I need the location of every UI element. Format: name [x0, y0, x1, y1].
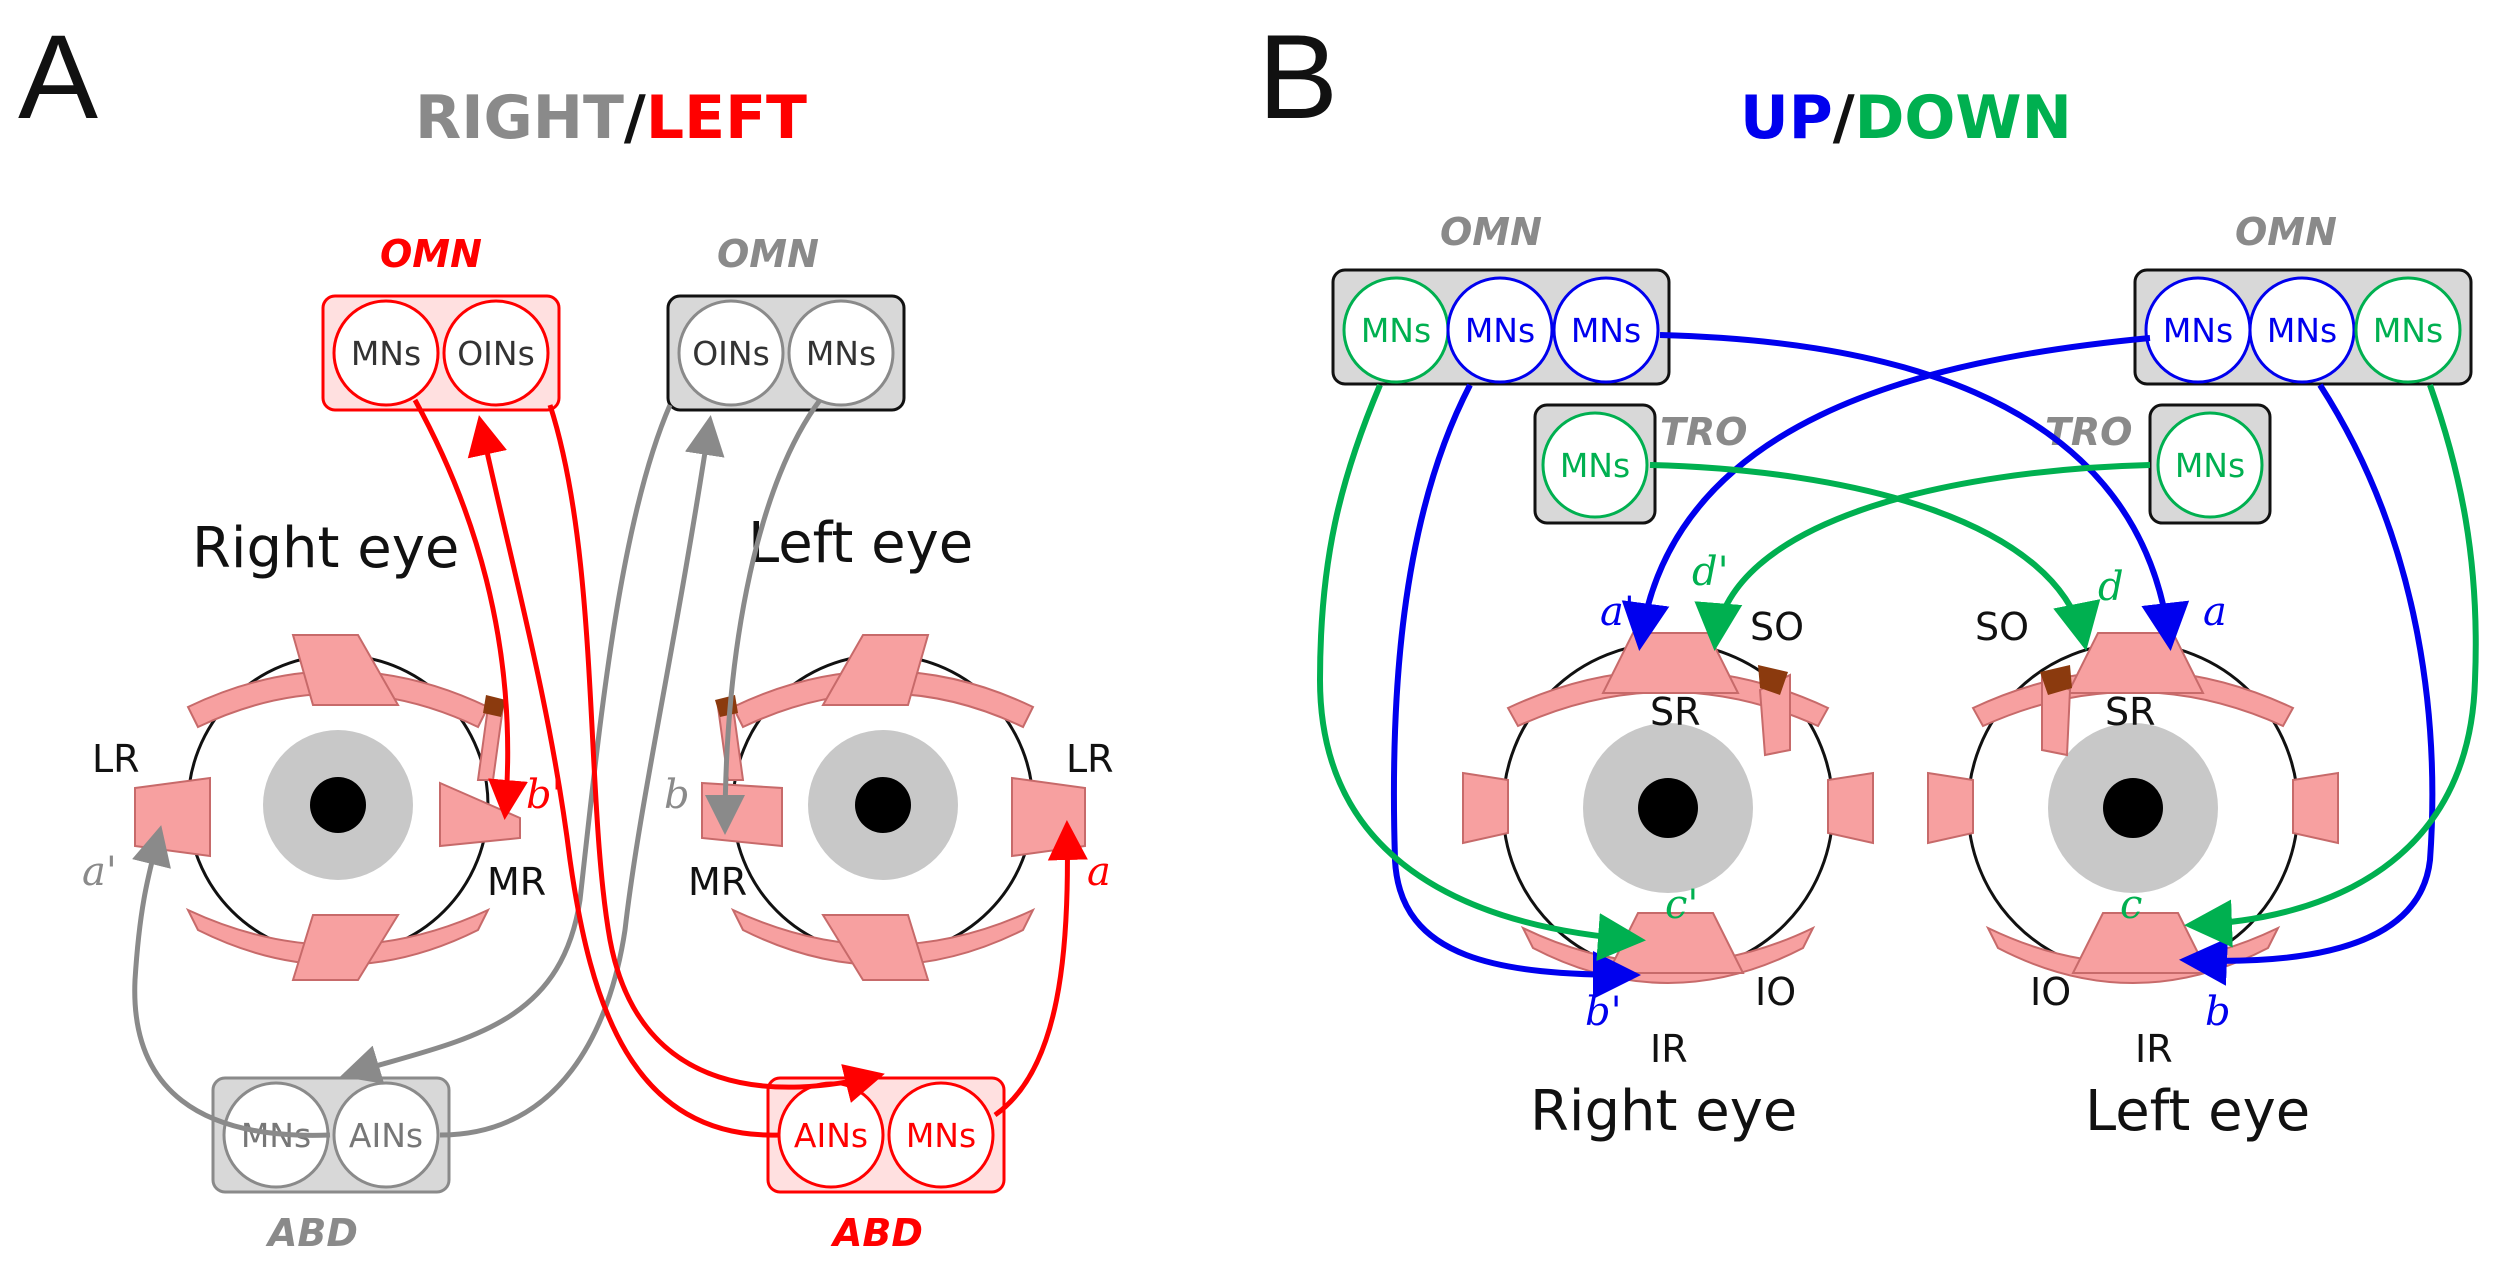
panel-b-letter: B — [1258, 10, 1338, 144]
omn-left-cell-3: MNs — [1571, 311, 1641, 350]
letter-b-b: b — [2205, 989, 2231, 1035]
abd-red-cell-mns: MNs — [906, 1116, 976, 1155]
label-mr-right: MR — [487, 860, 546, 904]
path-b-a-prime — [1621, 335, 2151, 651]
omn-right-label: OMN — [2235, 210, 2337, 254]
panel-b-left-eye — [1926, 631, 2340, 985]
title-up: UP — [1740, 83, 1833, 153]
letter-a: a — [1087, 849, 1111, 895]
title-sep-b: / — [1833, 83, 1855, 153]
label-lr-left: LR — [1066, 737, 1114, 781]
abd-red-label: ABD — [830, 1211, 923, 1255]
panel-a-left-eye — [701, 633, 1086, 982]
omn-right-cell-1: MNs — [2163, 311, 2233, 350]
title-left: LEFT — [646, 83, 807, 153]
letter-b-a: a — [2203, 589, 2227, 635]
label-sr-left: SR — [2105, 690, 2156, 734]
path-b-d-prime — [1694, 462, 2151, 651]
omn-right-cell-2: MNs — [2267, 311, 2337, 350]
path-b-c-prime — [1316, 383, 1646, 961]
label-ir-right: IR — [1650, 1027, 1688, 1071]
label-mr-left: MR — [688, 860, 747, 904]
omn-left-cell-2: MNs — [1465, 311, 1535, 350]
path-b-b — [2179, 383, 2436, 986]
omn-red-nucleus: OMN MNs OINs — [321, 232, 561, 412]
path-b-a — [1659, 332, 2190, 651]
abd-gray-nucleus: MNs AINs ABD — [211, 1076, 451, 1255]
abd-red-nucleus: AINs MNs ABD — [766, 1076, 1006, 1255]
letter-a-prime: a' — [82, 849, 117, 895]
panel-b: B UP/DOWN OMN MNs MNs MNs OMN MNs MNs MN… — [1258, 10, 2479, 1144]
label-io-left: IO — [2030, 970, 2071, 1014]
abd-gray-cell-ains: AINs — [349, 1116, 423, 1155]
panel-a-left-eye-label: Left eye — [748, 511, 973, 576]
letter-b-d: d — [2098, 564, 2124, 610]
letter-b-b-prime: b' — [1585, 989, 1622, 1035]
tro-right-cell: MNs — [2175, 446, 2245, 485]
abd-gray-label: ABD — [265, 1211, 358, 1255]
label-so-right: SO — [1750, 605, 1804, 649]
path-gray-ains-to-omn — [439, 415, 725, 1138]
letter-b-a-prime: a' — [1600, 589, 1635, 635]
tro-right-label: TRO — [2045, 410, 2133, 454]
abd-red-cell-ains: AINs — [794, 1116, 868, 1155]
left-eye-mr-muscle — [701, 781, 783, 848]
title-sep: / — [624, 83, 646, 153]
omn-left-nucleus: OMN MNs MNs MNs — [1331, 210, 1671, 386]
omn-red-cell-mns: MNs — [351, 334, 421, 373]
letter-b-c: c — [2120, 882, 2142, 928]
tro-left-label: TRO — [1660, 410, 1748, 454]
path-b-prime — [412, 398, 528, 820]
panel-b-title: UP/DOWN — [1740, 83, 2072, 153]
path-a-prime — [132, 825, 331, 1138]
letter-b: b — [664, 772, 690, 818]
path-red-ains-to-omn — [467, 415, 781, 1138]
label-sr-right: SR — [1650, 690, 1701, 734]
letter-b-prime: b' — [526, 772, 563, 818]
path-b — [705, 398, 823, 835]
panel-b-left-eye-label: Left eye — [2085, 1079, 2310, 1144]
right-eye-lr-muscle — [134, 776, 211, 858]
label-io-right: IO — [1755, 970, 1796, 1014]
panel-a-title: RIGHT/LEFT — [415, 83, 807, 153]
panel-a-letter: A — [18, 10, 98, 144]
path-gray-oins-to-abd — [340, 404, 673, 1084]
omn-left-cell-1: MNs — [1361, 311, 1431, 350]
omn-gray-label: OMN — [717, 232, 819, 276]
label-so-left: SO — [1975, 605, 2029, 649]
label-ir-left: IR — [2135, 1027, 2173, 1071]
panel-a-right-eye-label: Right eye — [192, 516, 459, 581]
omn-red-cell-oins: OINs — [457, 334, 535, 373]
tro-right-nucleus: MNs TRO — [2045, 403, 2272, 525]
omn-red-label: OMN — [380, 232, 482, 276]
omn-left-label: OMN — [1440, 210, 1542, 254]
title-down: DOWN — [1855, 83, 2072, 153]
path-b-b-prime — [1390, 383, 1641, 999]
panel-a-right-eye — [134, 633, 521, 982]
panel-b-right-eye-label: Right eye — [1530, 1079, 1797, 1144]
omn-right-nucleus: OMN MNs MNs MNs — [2133, 210, 2473, 386]
letter-b-d-prime: d' — [1692, 549, 1729, 595]
path-a — [993, 820, 1088, 1118]
letter-b-c-prime: c' — [1665, 882, 1698, 928]
path-red-oins-to-abd — [547, 404, 885, 1103]
panel-a: A RIGHT/LEFT OMN MNs OINs OMN OINs MNs R… — [18, 10, 1114, 1255]
tro-left-nucleus: MNs TRO — [1533, 403, 1748, 525]
label-lr-right: LR — [92, 737, 140, 781]
left-eye-lr-muscle — [1011, 776, 1086, 858]
tro-left-cell: MNs — [1560, 446, 1630, 485]
title-right: RIGHT — [415, 83, 624, 153]
panel-b-right-eye — [1461, 631, 1875, 985]
omn-gray-nucleus: OMN OINs MNs — [666, 232, 906, 412]
path-b-d — [1649, 462, 2101, 651]
omn-gray-cell-oins: OINs — [692, 334, 770, 373]
omn-gray-cell-mns: MNs — [806, 334, 876, 373]
path-b-c — [2184, 384, 2479, 948]
omn-right-cell-3: MNs — [2373, 311, 2443, 350]
